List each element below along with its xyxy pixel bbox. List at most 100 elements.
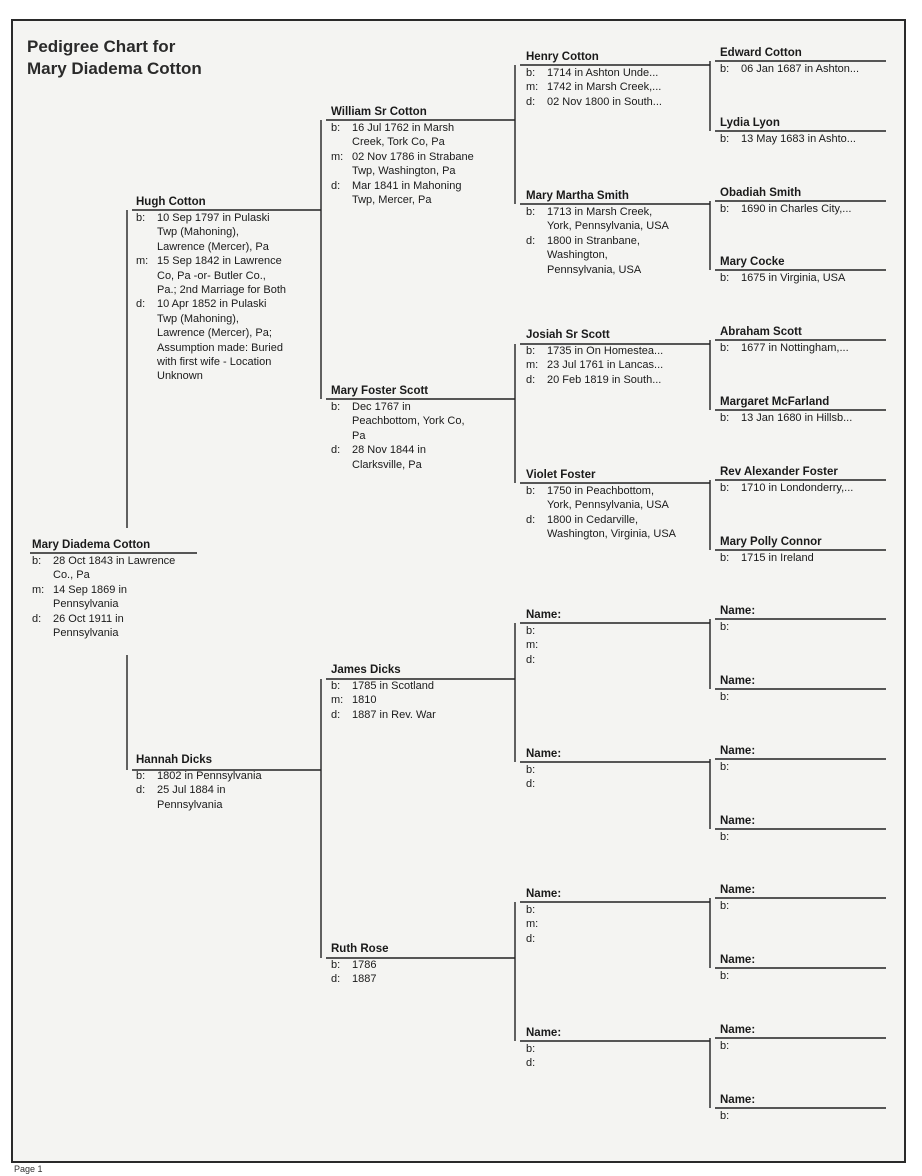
event-row: d:: [526, 653, 696, 667]
person-name: Mary Diadema Cotton: [32, 539, 151, 551]
event-value: [741, 969, 892, 983]
event-value: [547, 763, 696, 777]
person-name: Name:: [720, 605, 756, 617]
event-label: d:: [526, 932, 536, 945]
event-row: d:: [526, 777, 696, 791]
event-row: b:: [526, 1042, 696, 1056]
person-name: Name:: [526, 748, 562, 760]
event-value: 26 Oct 1911 in Pennsylvania: [53, 612, 124, 640]
person-p22: Rev Alexander Foster b:1710 in Londonderr…: [720, 465, 892, 495]
person-name: Name:: [720, 815, 756, 827]
event-value: 1742 in Marsh Creek,...: [547, 81, 662, 94]
person-name: William Sr Cotton: [331, 106, 427, 118]
event-value: 1786: [352, 959, 377, 971]
event-label: d:: [526, 1057, 536, 1070]
event-row: d:20 Feb 1819 in South...: [526, 373, 706, 387]
event-label: d:: [526, 778, 536, 791]
event-value: [741, 1039, 892, 1053]
event-row: d:Mar 1841 in Mahoning Twp, Mercer, Pa: [331, 179, 481, 208]
event-value: 1887: [352, 973, 377, 986]
event-label: b:: [32, 555, 42, 567]
event-label: d:: [526, 373, 536, 386]
event-label: b:: [136, 770, 146, 782]
event-value: 15 Sep 1842 in Lawrence Co, Pa -or- Butl…: [157, 255, 287, 297]
person-p15: Name:b:d:: [526, 1026, 696, 1071]
person-name: Name:: [526, 609, 562, 621]
event-value: 1715 in Ireland: [741, 552, 814, 564]
person-p24: Name:b:: [720, 604, 892, 634]
event-row: m:23 Jul 1761 in Lancas...: [526, 358, 706, 372]
event-label: m:: [526, 81, 539, 94]
person-name: Lydia Lyon: [720, 117, 780, 129]
person-name: Rev Alexander Foster: [720, 466, 838, 478]
event-value: 14 Sep 1869 in Pennsylvania: [53, 583, 128, 611]
person-p28: Name: b:: [720, 883, 892, 913]
event-label: d:: [526, 513, 536, 526]
event-row: b: 1785 in Scotland: [331, 679, 481, 693]
event-value: 25 Jul 1884 in Pennsylvania: [157, 784, 226, 811]
event-row: b:06 Jan 1687 in Ashton...: [720, 62, 892, 76]
event-label: b:: [720, 1040, 730, 1052]
person-name: Hannah Dicks: [136, 754, 213, 766]
person-name: Name:: [526, 888, 562, 900]
event-value: [547, 624, 696, 638]
person-name: Name:: [720, 884, 756, 896]
event-label: b:: [136, 212, 146, 224]
person-p25: Name:b:: [720, 674, 892, 704]
event-row: m:02 Nov 1786 in Strabane Twp, Washingto…: [331, 150, 481, 179]
event-row: m:1810: [331, 693, 481, 707]
event-label: b:: [720, 761, 730, 773]
event-value: 1675 in Virginia, USA: [741, 272, 846, 284]
person-p31: Name:b:: [720, 1093, 892, 1123]
event-label: b:: [720, 900, 730, 912]
event-value: 28 Nov 1844 in Clarksville, Pa: [352, 444, 426, 471]
person-p12: Name:b:m:d:: [526, 608, 696, 667]
event-value: 10 Sep 1797 in Pulaski Twp (Mahoning), L…: [157, 212, 270, 253]
event-label: b:: [331, 959, 341, 971]
event-row: b:: [720, 899, 892, 913]
event-row: d:: [526, 1056, 696, 1070]
event-label: b:: [720, 412, 730, 424]
event-row: b:: [720, 830, 892, 844]
event-label: b:: [720, 552, 730, 564]
event-row: b:1710 in Londonderry,...: [720, 481, 892, 495]
event-label: d:: [526, 234, 536, 247]
event-label: b:: [720, 1110, 730, 1122]
event-value: [547, 932, 696, 946]
event-value: [547, 1042, 696, 1056]
person-name: Josiah Sr Scott: [526, 329, 610, 341]
event-value: 1800 in Stranbane, Washington, Pennsylva…: [547, 234, 642, 276]
event-value: [547, 1056, 696, 1070]
event-label: b:: [720, 342, 730, 354]
event-row: b: 1715 in Ireland: [720, 551, 892, 565]
event-value: 1785 in Scotland: [352, 680, 434, 692]
person-p27: Name: b:: [720, 814, 892, 844]
event-value: 23 Jul 1761 in Lancas...: [547, 359, 664, 372]
event-row: b:28 Oct 1843 in Lawrence Co., Pa: [32, 554, 192, 583]
event-label: d:: [331, 179, 341, 192]
person-p13: Name:b:d:: [526, 747, 696, 792]
event-value: [547, 903, 696, 917]
event-value: [547, 638, 696, 652]
event-value: 1735 in On Homestea...: [547, 345, 664, 357]
person-name: Obadiah Smith: [720, 187, 802, 199]
person-name: Henry Cotton: [526, 51, 599, 63]
event-label: b:: [331, 680, 341, 692]
event-value: Dec 1767 in Peachbottom, York Co, Pa: [352, 401, 465, 442]
event-label: b:: [331, 401, 341, 413]
event-value: [547, 917, 696, 931]
title-line-2: Mary Diadema Cotton: [27, 59, 202, 78]
event-value: 13 Jan 1680 in Hillsb...: [741, 412, 853, 424]
event-label: b:: [720, 831, 730, 843]
event-label: m:: [526, 639, 539, 652]
